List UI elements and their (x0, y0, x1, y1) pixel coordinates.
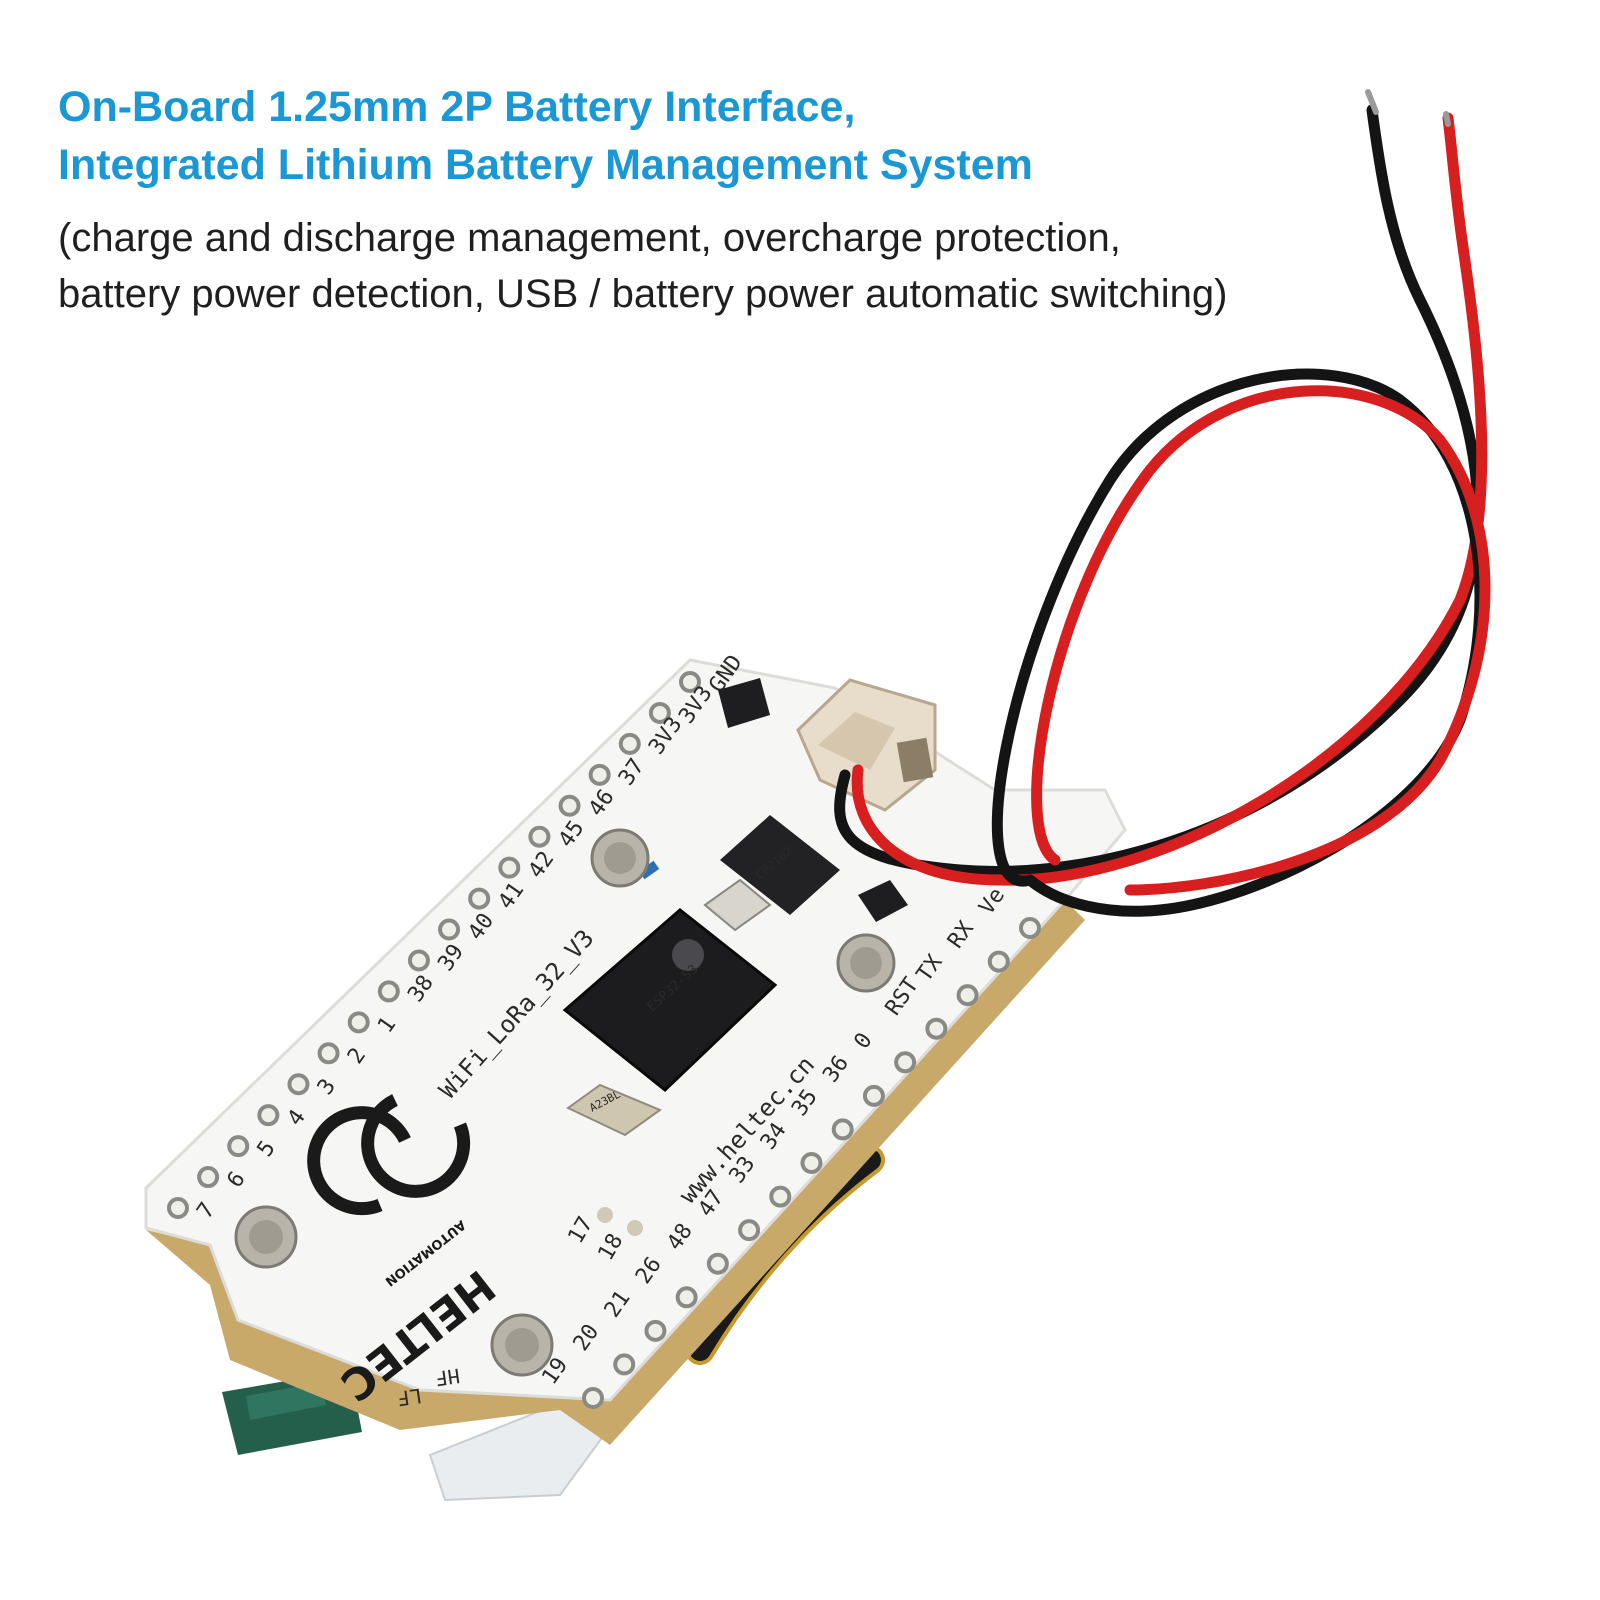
left-pin-pad (287, 1073, 310, 1096)
left-pin-pad (588, 763, 611, 786)
esp32-chip: ESP32-S3 (562, 908, 778, 1092)
left-pin-pad (528, 825, 551, 848)
right-pin-pad (894, 1051, 917, 1074)
mounting-screw-bottom (490, 1313, 554, 1377)
ce-mark (307, 1094, 471, 1216)
usb-uart-chip: CP2102 (720, 815, 840, 915)
right-pin-pad (862, 1084, 885, 1107)
right-pin-pad (769, 1185, 792, 1208)
feature-description: (charge and discharge management, overch… (58, 210, 1458, 322)
left-pin-pad (498, 856, 521, 879)
left-pin-pad (377, 980, 400, 1003)
right-pin-pad (738, 1219, 761, 1242)
right-pin-header (582, 917, 1041, 1409)
left-pin-header (167, 671, 701, 1219)
antenna-label-lf: LF (396, 1384, 423, 1411)
right-pin-pad (582, 1387, 604, 1409)
left-pin-pad (648, 701, 671, 724)
right-pin-pad (1019, 917, 1041, 939)
left-pin-pad (407, 949, 430, 972)
regulator-chip (718, 678, 770, 728)
small-crystal (703, 878, 772, 932)
right-pin-pad (987, 950, 1010, 973)
small-ic (858, 880, 908, 922)
right-pin-pad (831, 1118, 854, 1141)
right-pin-pad (644, 1319, 667, 1342)
right-pin-pad (613, 1353, 636, 1376)
left-pin-pad (257, 1104, 280, 1127)
left-pin-pad (558, 794, 581, 817)
left-pin-pad (197, 1166, 220, 1189)
mounting-screw-bottom-left (234, 1205, 298, 1269)
right-pin-pad (800, 1152, 823, 1174)
left-pin-pad (438, 918, 461, 941)
left-pin-pad (227, 1135, 250, 1158)
left-pin-pad (468, 887, 491, 910)
battery-connector (796, 678, 937, 812)
mounting-screw-top (590, 828, 650, 888)
right-pin-pad (925, 1017, 948, 1040)
crystal-oscillator: A23BL (566, 1083, 663, 1137)
left-pin-pad (618, 732, 641, 755)
right-pin-pad (956, 984, 979, 1007)
mounting-screw-right (836, 933, 896, 993)
right-pin-pad (706, 1252, 729, 1275)
antenna-label-hf: HF (434, 1364, 461, 1391)
description-line-1: (charge and discharge management, overch… (58, 216, 1121, 260)
battery-wires (834, 89, 1491, 917)
description-line-2: battery power detection, USB / battery p… (58, 272, 1228, 316)
left-pin-pad (167, 1197, 189, 1219)
left-pin-pad (679, 671, 701, 693)
test-pad (627, 1220, 643, 1236)
left-pin-pad (317, 1042, 340, 1065)
headline-line-1: On-Board 1.25mm 2P Battery Interface, (58, 83, 856, 131)
headline: On-Board 1.25mm 2P Battery Interface, In… (58, 78, 1358, 194)
test-pad (597, 1207, 613, 1223)
right-pin-pad (675, 1286, 698, 1309)
headline-line-2: Integrated Lithium Battery Management Sy… (58, 141, 1033, 189)
left-pin-pad (347, 1011, 370, 1034)
